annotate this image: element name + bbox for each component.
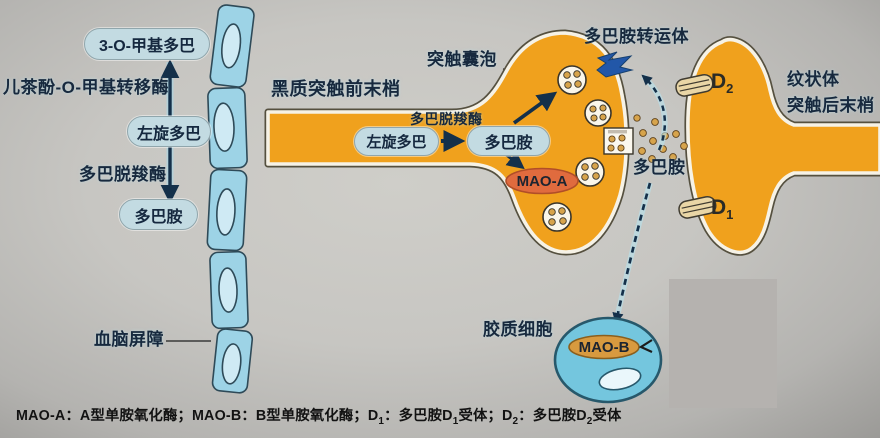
pill-levodopa-left: 左旋多巴 [127,116,211,147]
bbb-cell-nucleus [221,343,242,385]
bbb-cell-nucleus [216,188,236,236]
mao-a-enzyme [505,167,579,195]
caption-sub: 2 [512,415,519,427]
postsynaptic-terminal [684,36,880,256]
synaptic-vesicle [575,157,605,187]
glial-nucleus [598,367,642,391]
figure-caption: MAO-A：A型单胺氧化酶；MAO-B：B型单胺氧化酶；D1：多巴胺D1受体；D… [16,404,866,427]
dopamine-to-vesicle-arrow [512,91,558,125]
glial-cell-label: 胶质细胞 [483,320,553,339]
d1-sub: 1 [726,207,734,223]
vesicle-label: 突触囊泡 [427,50,497,69]
watermark-cover-block [669,279,777,408]
blood-brain-barrier-cells [206,4,255,394]
dopamine-transporter [596,51,634,78]
d2-base: D [711,70,727,93]
synaptic-vesicle [542,202,572,232]
caption-sub: 1 [378,415,385,427]
striatum-label-line1: 纹状体 [787,70,840,89]
synaptic-vesicle [584,99,612,127]
caption-seg: MAO-A：A型单胺氧化酶；MAO-B：B型单胺氧化酶；D [16,408,379,424]
pill-dopamine-left: 多巴胺 [119,199,198,230]
synaptic-vesicle [557,65,587,95]
ddc-enzyme-label-left: 多巴脱羧酶 [79,165,167,184]
caption-seg: ：多巴胺D [518,408,587,424]
ddc-enzyme-label-terminal: 多巴脱羧酶 [410,111,483,127]
vesicle-release-site [603,127,634,155]
glial-uptake-dashed-arrow [612,182,653,325]
caption-sub: 2 [586,415,593,427]
transporter-label: 多巴胺转运体 [584,27,689,46]
mao-b-pointer-mark [638,339,653,354]
bbb-cell-nucleus [218,267,238,313]
caption-seg: 受体 [592,408,622,424]
striatum-label-line2: 突触后末梢 [787,96,875,115]
d1-base: D [711,196,727,219]
caption-seg: ：多巴胺D [384,408,453,424]
pill-dopamine-terminal: 多巴胺 [467,126,550,156]
mao-b-label: MAO-B [578,338,630,356]
bbb-cell-nucleus [213,102,235,152]
bbb-cell-nucleus [221,23,242,69]
pill-levodopa-terminal: 左旋多巴 [354,127,439,156]
d2-receptor-label: D2 [711,70,733,96]
mao-a-label: MAO-A [516,172,568,190]
synaptic-vesicles [542,65,612,232]
presynaptic-title: 黑质突触前末梢 [271,79,401,99]
pill-3-o-methyldopa: 3-O-甲基多巴 [84,28,210,60]
reuptake-dashed-arrow [641,73,668,152]
cleft-dopamine-label: 多巴胺 [633,158,686,177]
d2-sub: 2 [726,81,734,97]
d1-receptor-label: D1 [711,196,733,222]
bbb-label: 血脑屏障 [94,330,164,349]
caption-sub: 1 [452,415,459,427]
comt-enzyme-label: 儿茶酚-O-甲基转移酶 [3,78,170,97]
caption-seg: 受体；D [458,408,513,424]
glial-cell [553,316,663,404]
d2-receptor [675,73,714,97]
d1-receptor [678,195,717,219]
